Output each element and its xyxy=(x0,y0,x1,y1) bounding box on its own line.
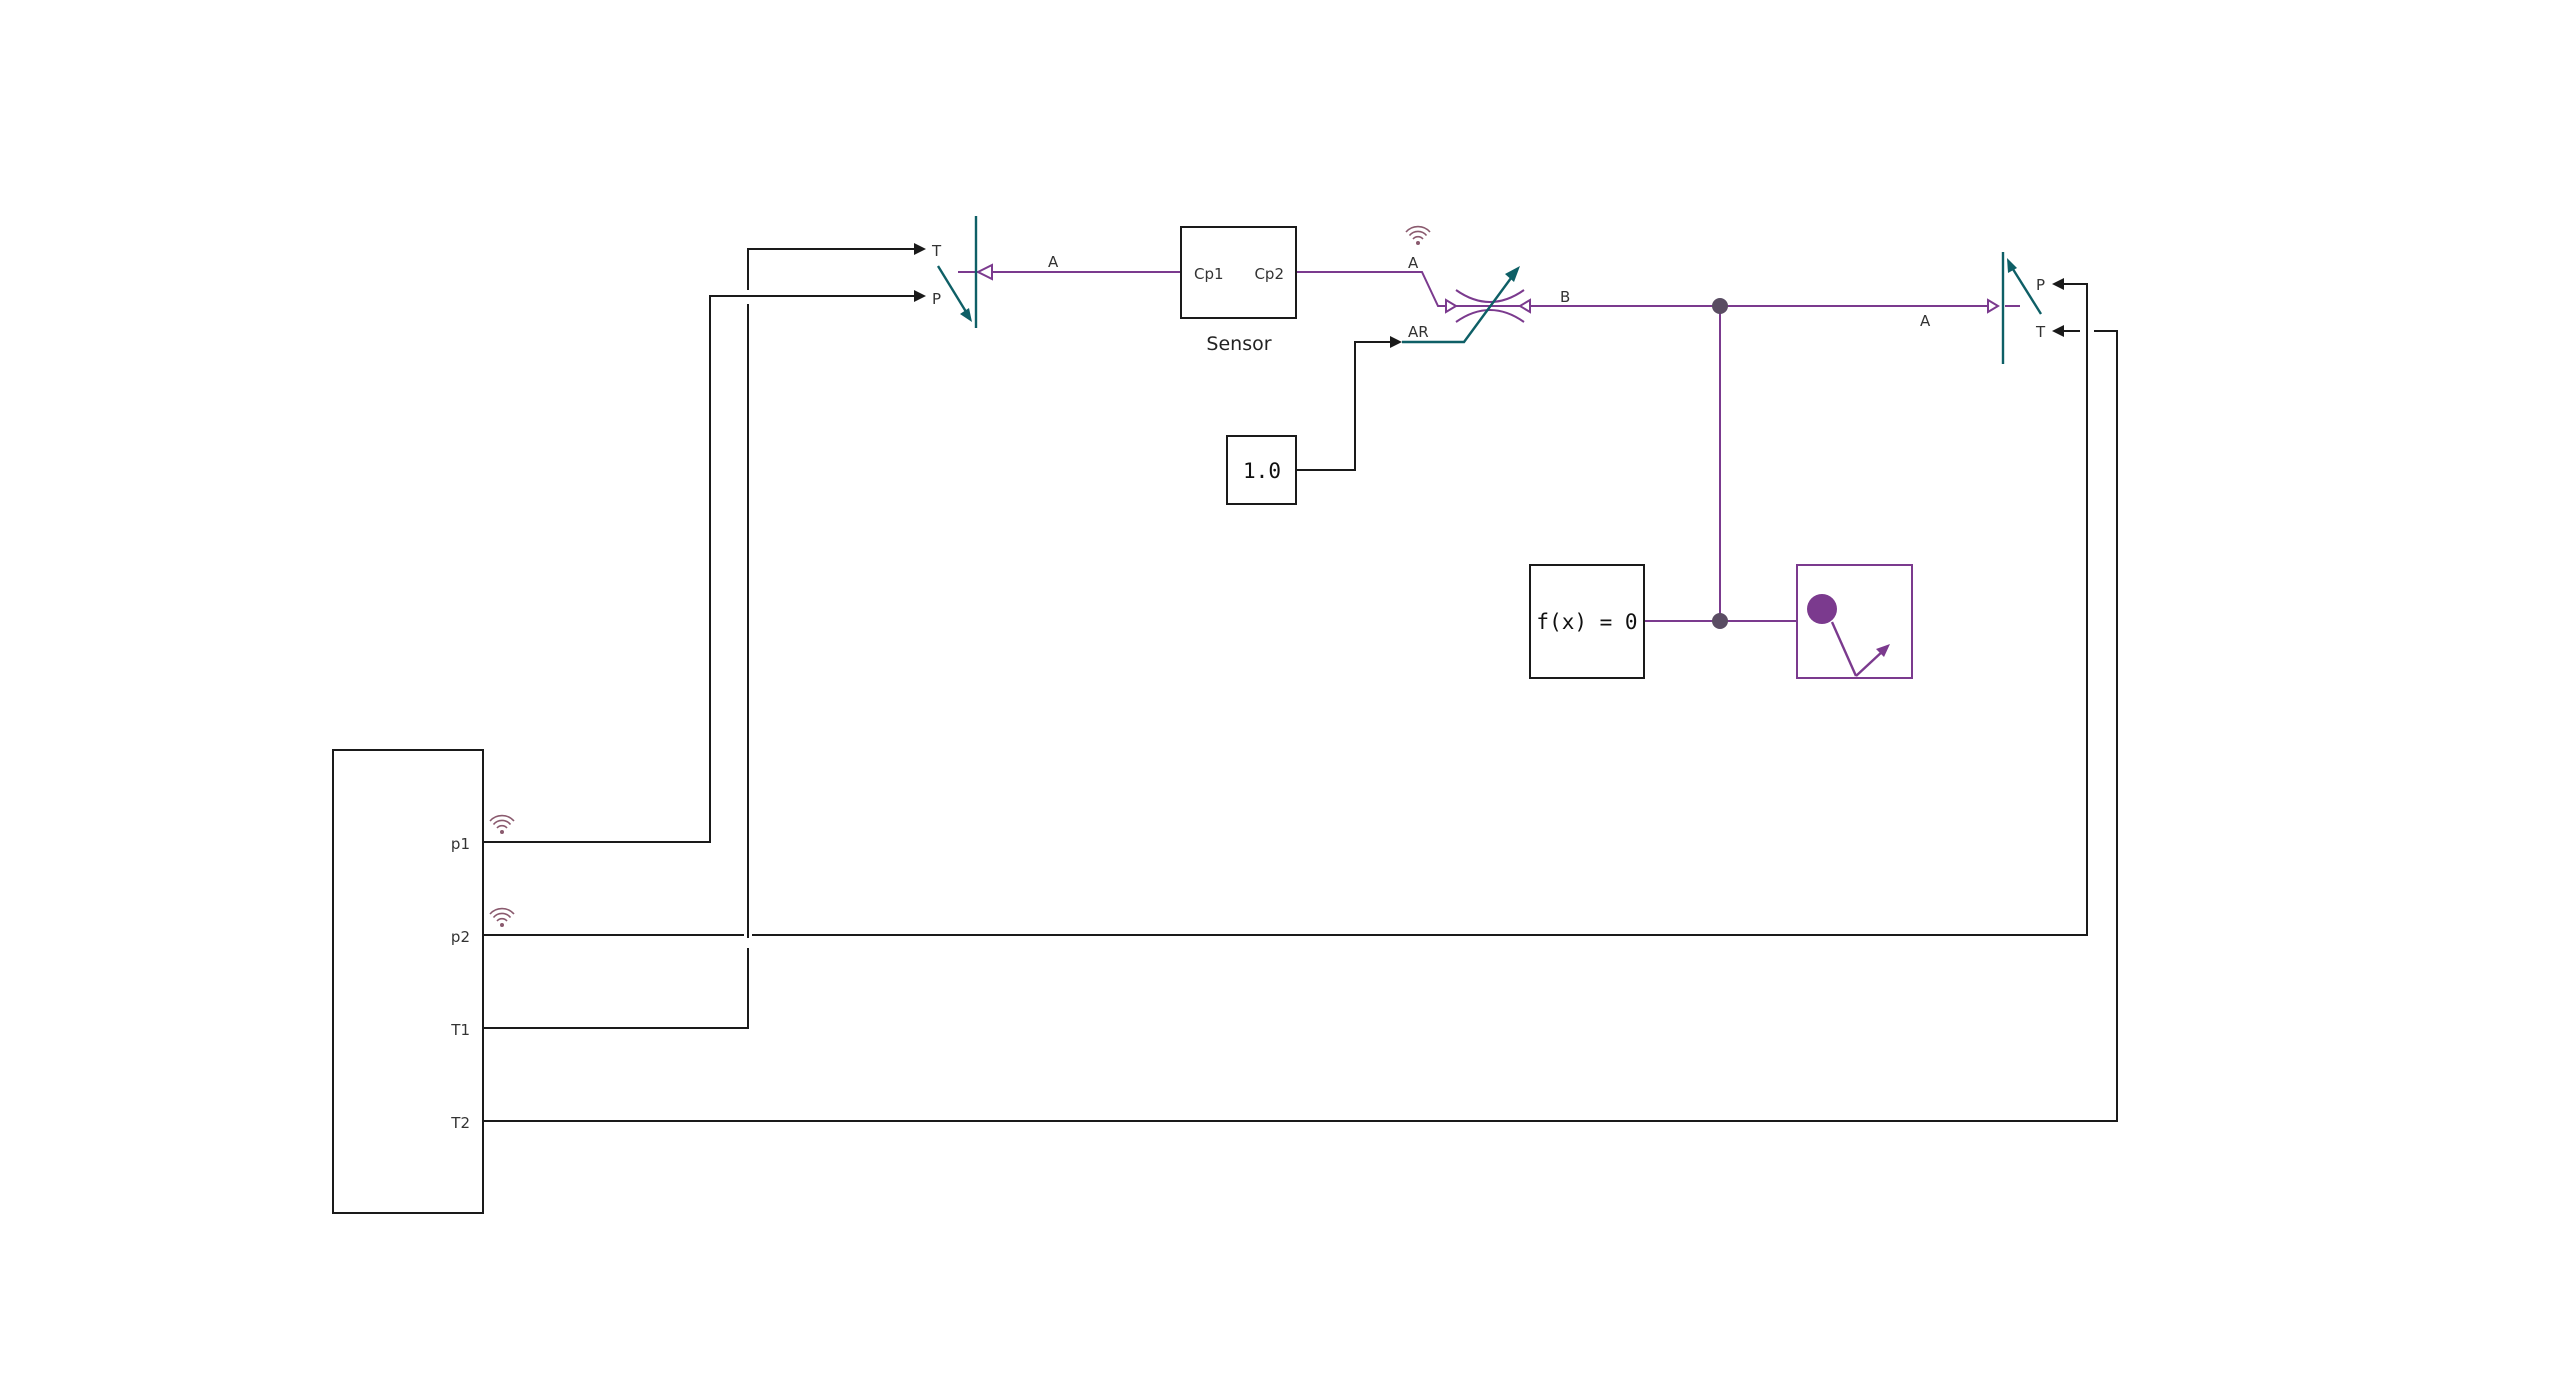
arrow-right-p xyxy=(2052,278,2064,290)
wire-sensor-to-valve[interactable] xyxy=(1297,271,1450,307)
wire-p1-to-left-p[interactable] xyxy=(484,295,918,843)
arrow-left-t xyxy=(914,243,926,255)
port-label-t1: T1 xyxy=(450,1021,470,1039)
sensor-block-name: Sensor xyxy=(1206,333,1271,355)
junction-node-top[interactable] xyxy=(1712,298,1728,314)
right-boundary-label-a: A xyxy=(1920,312,1931,330)
left-boundary-label-p: P xyxy=(932,290,941,308)
wire-constant-to-ar[interactable] xyxy=(1297,341,1394,471)
right-boundary-diagonal xyxy=(2009,265,2043,315)
junction-node-bottom[interactable] xyxy=(1712,613,1728,629)
gas-properties-pointer xyxy=(1855,649,1885,677)
wire-p2-to-right-p-b[interactable] xyxy=(752,283,2088,936)
wireless-signal-icon xyxy=(489,814,515,834)
gas-properties-block[interactable] xyxy=(1796,564,1913,679)
port-label-t2: T2 xyxy=(450,1114,470,1132)
right-boundary-a-port xyxy=(1987,298,2000,314)
port-label-p1: p1 xyxy=(451,835,470,853)
arrow-right-t xyxy=(2052,325,2064,337)
wire-t2-to-right-t[interactable] xyxy=(484,330,2118,1122)
signal-arrowheads xyxy=(914,243,2064,348)
left-boundary-a-port xyxy=(975,263,993,281)
valve-label-ar: AR xyxy=(1408,323,1429,341)
sensor-block[interactable]: Cp1 Cp2 Sensor xyxy=(1180,226,1297,355)
valve-b-port xyxy=(1518,298,1531,314)
source-block[interactable]: p1 p2 T1 T2 xyxy=(332,749,484,1214)
gas-port-markers xyxy=(975,263,2000,314)
signal-wires xyxy=(484,248,2118,1122)
gas-properties-needle xyxy=(1830,621,1858,677)
arrow-left-p xyxy=(914,290,926,302)
gas-properties-icon xyxy=(1807,594,1837,624)
valve-label-a: A xyxy=(1408,254,1419,272)
right-boundary-arrow-icon xyxy=(2007,258,2017,273)
right-boundary-label-t: T xyxy=(2035,323,2046,341)
wireless-signal-icon xyxy=(489,907,515,927)
wire-t1-to-left-t-c[interactable] xyxy=(747,248,918,290)
valve-label-b: B xyxy=(1560,288,1570,306)
left-boundary-arrow-icon xyxy=(960,308,972,322)
right-boundary-block[interactable]: P T A xyxy=(1920,252,2046,364)
wire-t1-to-left-t[interactable] xyxy=(484,948,749,1029)
constant-block-body[interactable] xyxy=(1226,435,1297,505)
constant-block[interactable]: 1.0 xyxy=(1226,435,1297,505)
sensor-block-body[interactable] xyxy=(1180,226,1297,319)
left-boundary-label-a: A xyxy=(1048,253,1059,271)
solver-block[interactable]: f(x) = 0 xyxy=(1529,564,1645,679)
valve-a-port xyxy=(1445,298,1458,314)
arrow-valve-ar xyxy=(1390,336,1402,348)
left-boundary-diagonal xyxy=(936,265,970,316)
variable-orifice-icon[interactable]: A B AR xyxy=(1402,254,1570,344)
gas-properties-arrow-icon xyxy=(1876,644,1890,657)
source-block-body[interactable] xyxy=(332,749,484,1214)
sensor-port-cp1: Cp1 xyxy=(1194,265,1224,283)
port-label-p2: p2 xyxy=(451,928,470,946)
left-boundary-block[interactable]: T P A xyxy=(931,216,1059,328)
solver-label: f(x) = 0 xyxy=(1536,610,1637,634)
right-boundary-label-p: P xyxy=(2036,276,2045,294)
sensor-port-cp2: Cp2 xyxy=(1254,265,1284,283)
solver-block-body[interactable] xyxy=(1529,564,1645,679)
left-boundary-label-t: T xyxy=(931,242,942,260)
wireless-signal-icon xyxy=(1405,225,1431,245)
constant-value: 1.0 xyxy=(1243,459,1281,483)
